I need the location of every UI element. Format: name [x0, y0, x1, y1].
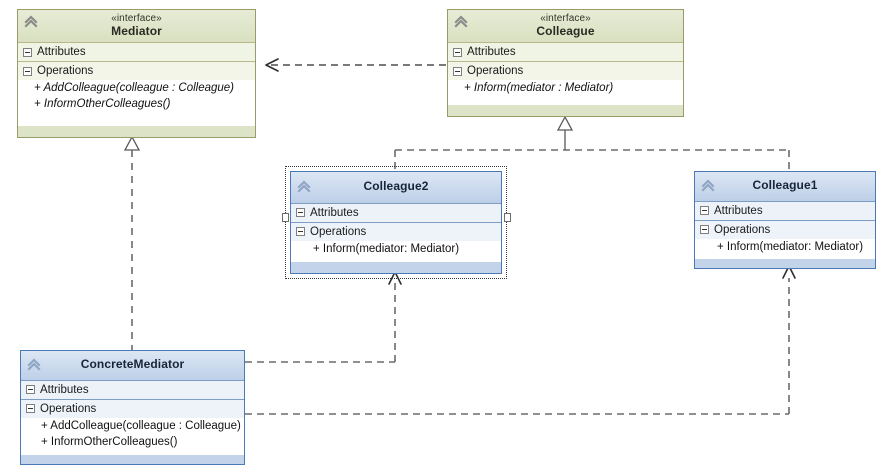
colleague-operations-list: + Inform(mediator : Mediator)	[448, 80, 683, 105]
operations-label: Operations	[310, 225, 367, 238]
mediator-stereotype: «interface»	[111, 13, 162, 24]
mediator-operations-compartment[interactable]: Operations	[18, 62, 255, 81]
attributes-label: Attributes	[714, 204, 763, 217]
colleague1-header: Colleague1	[695, 172, 875, 201]
colleague1-name: Colleague1	[752, 178, 818, 192]
concretemediator-footer	[21, 455, 244, 464]
collapse-icon[interactable]	[700, 225, 709, 235]
attributes-label: Attributes	[37, 46, 86, 59]
connector-realization-concretemediator-to-mediator[interactable]	[123, 135, 141, 350]
operations-label: Operations	[40, 402, 97, 415]
colleague2-operations-compartment[interactable]: Operations	[291, 222, 501, 241]
divider	[448, 61, 683, 63]
collapse-icon[interactable]	[23, 47, 32, 57]
operation-item: + InformOtherColleagues()	[34, 98, 171, 111]
concretemediator-operations-compartment[interactable]: Operations	[21, 399, 244, 418]
divider	[695, 200, 875, 202]
interface-chevron-icon	[24, 15, 38, 28]
colleague-header: «interface» Colleague	[448, 10, 683, 43]
concretemediator-operations-list: + AddColleague(colleague : Colleague) + …	[21, 417, 244, 455]
colleague-operations-compartment[interactable]: Operations	[448, 62, 683, 81]
colleague2-name: Colleague2	[363, 179, 429, 193]
colleague2-header: Colleague2	[291, 172, 501, 203]
uml-class-colleague1[interactable]: Colleague1 Attributes Operations + Infor…	[694, 171, 876, 269]
colleague1-operations-compartment[interactable]: Operations	[695, 220, 875, 239]
divider	[448, 42, 683, 44]
class-chevron-icon	[297, 180, 311, 193]
mediator-attributes-compartment[interactable]: Attributes	[18, 43, 255, 62]
operations-label: Operations	[714, 223, 771, 236]
colleague1-operations-list: + Inform(mediator: Mediator)	[695, 238, 875, 259]
mediator-footer	[18, 126, 255, 137]
collapse-icon[interactable]	[453, 66, 462, 76]
interface-chevron-icon	[454, 15, 468, 28]
selection-handle-right[interactable]	[504, 213, 511, 222]
collapse-icon[interactable]	[26, 404, 35, 414]
divider	[291, 221, 501, 223]
operation-item: + AddColleague(colleague : Colleague)	[34, 82, 235, 95]
divider	[18, 42, 255, 44]
colleague1-footer	[695, 259, 875, 268]
uml-class-concretemediator[interactable]: ConcreteMediator Attributes Operations +…	[20, 350, 245, 465]
uml-class-mediator[interactable]: «interface» Mediator Attributes Operatio…	[17, 9, 256, 138]
attributes-label: Attributes	[40, 383, 89, 396]
connector-realization-colleagues-to-colleague[interactable]	[394, 115, 790, 171]
colleague-name: Colleague	[536, 23, 595, 38]
attributes-label: Attributes	[467, 46, 516, 59]
uml-class-colleague2[interactable]: Colleague2 Attributes Operations + Infor…	[290, 171, 502, 274]
colleague2-operations-list: + Inform(mediator: Mediator)	[291, 240, 501, 262]
concretemediator-header: ConcreteMediator	[21, 351, 244, 380]
operation-item: + AddColleague(colleague : Colleague)	[41, 419, 241, 432]
operation-item: + Inform(mediator: Mediator)	[313, 242, 460, 255]
mediator-name: Mediator	[111, 23, 162, 38]
collapse-icon[interactable]	[296, 208, 305, 218]
class-chevron-icon	[701, 179, 715, 192]
divider	[18, 61, 255, 63]
colleague-stereotype: «interface»	[540, 13, 591, 24]
concretemediator-name: ConcreteMediator	[80, 357, 185, 371]
operations-label: Operations	[37, 65, 94, 78]
class-chevron-icon	[27, 358, 41, 371]
connector-dependency-colleague-to-mediator[interactable]	[265, 58, 446, 72]
divider	[21, 398, 244, 400]
colleague1-attributes-compartment[interactable]: Attributes	[695, 201, 875, 220]
uml-class-colleague[interactable]: «interface» Colleague Attributes Operati…	[447, 9, 684, 117]
colleague-footer	[448, 105, 683, 116]
operation-item: + Inform(mediator : Mediator)	[464, 82, 614, 95]
mediator-operations-list: + AddColleague(colleague : Colleague) + …	[18, 80, 255, 126]
collapse-icon[interactable]	[26, 385, 35, 395]
mediator-header: «interface» Mediator	[18, 10, 255, 43]
operation-item: + Inform(mediator: Mediator)	[717, 240, 864, 253]
attributes-label: Attributes	[310, 206, 359, 219]
divider	[695, 219, 875, 221]
connector-dependency-concretemediator-to-colleague1[interactable]	[245, 265, 796, 415]
divider	[21, 379, 244, 381]
connector-dependency-concretemediator-to-colleague2[interactable]	[245, 271, 402, 363]
collapse-icon[interactable]	[453, 47, 462, 57]
collapse-icon[interactable]	[700, 206, 709, 216]
collapse-icon[interactable]	[23, 66, 32, 76]
divider	[291, 202, 501, 204]
concretemediator-attributes-compartment[interactable]: Attributes	[21, 380, 244, 399]
colleague2-attributes-compartment[interactable]: Attributes	[291, 203, 501, 222]
colleague-attributes-compartment[interactable]: Attributes	[448, 43, 683, 62]
colleague2-footer	[291, 262, 501, 273]
operation-item: + InformOtherColleagues()	[41, 435, 178, 448]
operations-label: Operations	[467, 65, 524, 78]
collapse-icon[interactable]	[296, 227, 305, 237]
selection-handle-left[interactable]	[282, 213, 289, 222]
